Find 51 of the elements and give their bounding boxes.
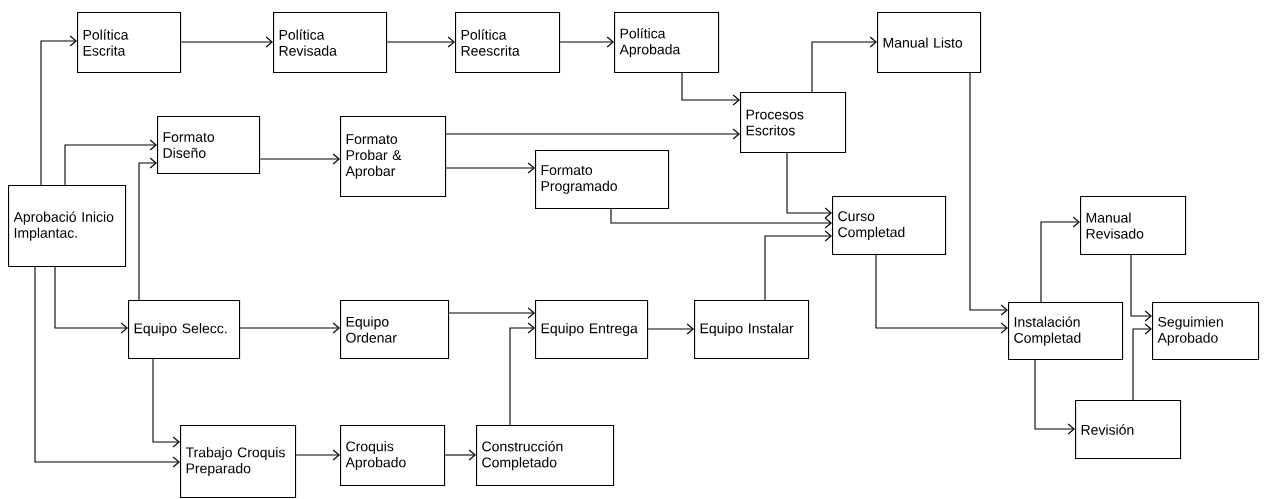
process-box: Seguimien Aprobado xyxy=(1152,302,1260,361)
arrow xyxy=(64,139,157,186)
process-box: Equipo Selecc. xyxy=(128,300,241,360)
arrow xyxy=(509,322,535,426)
arrow xyxy=(681,72,740,106)
arrow xyxy=(152,358,180,448)
arrow xyxy=(1132,323,1152,401)
arrow xyxy=(259,153,340,165)
arrow xyxy=(180,36,273,48)
process-box: Equipo Instalar xyxy=(694,300,810,360)
arrow xyxy=(811,36,877,93)
arrow xyxy=(448,307,535,319)
process-box: Revisión xyxy=(1075,400,1182,460)
process-box: Instalación Completad xyxy=(1008,302,1124,361)
arrow xyxy=(386,36,455,48)
process-box: Formato Diseño xyxy=(157,116,261,175)
arrow xyxy=(445,128,740,140)
process-box: Trabajo Croquis Preparado xyxy=(180,425,297,499)
arrow xyxy=(875,254,1008,334)
process-box: Política Reescrita xyxy=(455,12,561,74)
process-box: Manual Listo xyxy=(877,12,982,74)
process-box: Manual Revisado xyxy=(1080,196,1187,256)
arrow xyxy=(647,323,694,335)
arrow xyxy=(969,72,1008,316)
process-box: Política Aprobada xyxy=(614,12,720,74)
arrow xyxy=(138,157,157,301)
process-box: Curso Completad xyxy=(832,196,947,256)
arrow xyxy=(764,230,832,301)
arrow xyxy=(295,449,340,461)
arrow xyxy=(1040,216,1080,303)
arrow xyxy=(559,36,614,48)
arrow xyxy=(444,449,476,461)
arrow xyxy=(445,162,535,174)
process-box: Formato Probar & Aprobar xyxy=(340,116,447,198)
arrow xyxy=(1130,254,1152,322)
arrow xyxy=(40,35,77,186)
arrow xyxy=(54,266,128,334)
arrow xyxy=(239,322,340,334)
process-box: Equipo Entrega xyxy=(535,300,649,360)
process-box: Equipo Ordenar xyxy=(340,300,450,360)
arrow xyxy=(1034,359,1075,435)
process-box: Política Revisada xyxy=(273,12,388,74)
process-box: Construcción Completado xyxy=(476,425,615,487)
process-box: Croquis Aprobado xyxy=(340,425,446,487)
process-box: Política Escrita xyxy=(77,12,182,74)
process-box: Aprobació Inicio Implantac. xyxy=(8,185,127,268)
arrow xyxy=(786,152,832,219)
arrow xyxy=(610,208,832,229)
process-box: Formato Programado xyxy=(535,150,670,210)
process-box: Procesos Escritos xyxy=(740,92,847,154)
arrow xyxy=(34,266,180,468)
